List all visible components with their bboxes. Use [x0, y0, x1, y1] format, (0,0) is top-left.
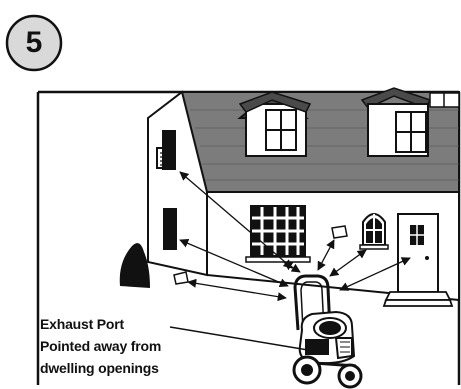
arrow-to-basement-vent — [188, 282, 286, 298]
basement-vent-left — [174, 272, 188, 284]
wall-vent — [332, 226, 347, 238]
arched-window — [360, 214, 388, 249]
caption-line-2: Pointed away from — [40, 335, 200, 357]
dormer-left — [240, 92, 310, 156]
house — [120, 88, 459, 306]
caption-line-3: dwelling openings — [40, 357, 200, 379]
step-number: 5 — [5, 17, 63, 69]
generator — [294, 276, 361, 387]
shrub — [120, 243, 150, 288]
upper-gable-window — [162, 130, 176, 170]
chimney — [430, 93, 459, 107]
caption-line-1: Exhaust Port — [40, 313, 200, 335]
main-window — [246, 205, 310, 262]
exhaust-caption: Exhaust Port Pointed away from dwelling … — [40, 313, 200, 379]
side-window — [163, 208, 177, 250]
